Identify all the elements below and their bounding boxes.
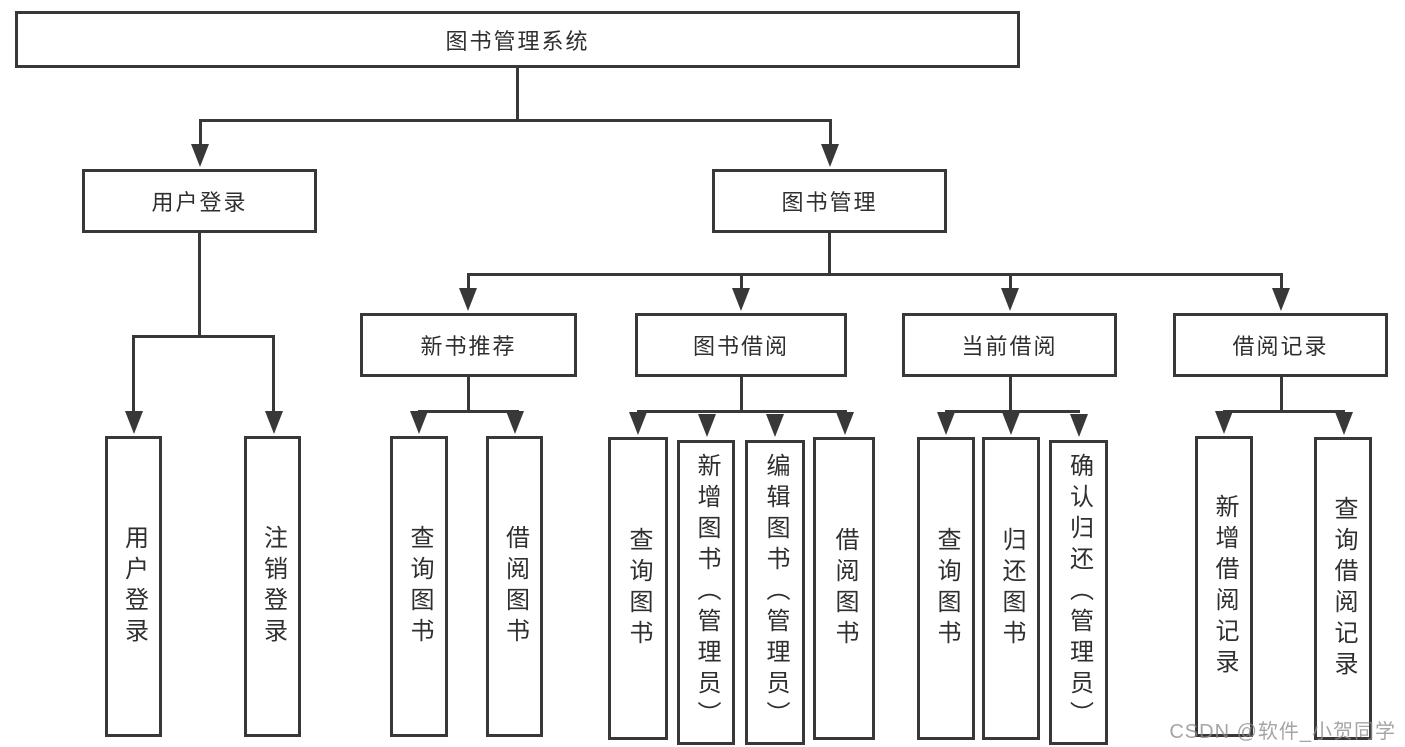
connector-line	[467, 377, 470, 412]
leaf-edit-books-admin: 编辑图书（管理员）	[745, 440, 805, 745]
arrowhead-icon	[766, 414, 784, 437]
leaf-query-borrow-record: 查询借阅记录	[1314, 437, 1372, 740]
arrowhead-icon	[506, 411, 524, 434]
arrowhead-icon	[698, 414, 716, 437]
leaf-borrow-books: 借阅图书	[486, 436, 543, 737]
watermark: CSDN @软件_小贺同学	[1169, 721, 1396, 743]
node-user-login: 用户登录	[82, 169, 317, 233]
arrowhead-icon	[732, 288, 750, 311]
arrowhead-icon	[629, 412, 647, 435]
connector-line	[740, 273, 743, 291]
arrowhead-icon	[459, 288, 477, 311]
arrowhead-icon	[191, 144, 209, 167]
arrowhead-icon	[410, 411, 428, 434]
leaf-confirm-return-admin: 确认归还（管理员）	[1049, 440, 1108, 745]
arrowhead-icon	[1002, 412, 1020, 435]
leaf-add-books-admin: 新增图书（管理员）	[677, 440, 735, 745]
arrowhead-icon	[821, 144, 839, 167]
connector-line	[199, 119, 832, 122]
connector-line	[467, 273, 470, 291]
connector-line	[1280, 377, 1283, 412]
node-current-borrow: 当前借阅	[902, 313, 1117, 377]
leaf-query-books-3: 查询图书	[917, 437, 975, 740]
node-book-management: 图书管理	[712, 169, 947, 233]
connector-line	[1223, 410, 1345, 413]
connector-line	[1280, 273, 1283, 291]
arrowhead-icon	[1335, 412, 1353, 435]
connector-line	[199, 119, 202, 147]
node-borrow-records: 借阅记录	[1173, 313, 1388, 377]
connector-line	[467, 273, 1282, 276]
leaf-borrow-books-2: 借阅图书	[813, 437, 875, 740]
connector-line	[637, 410, 847, 413]
arrowhead-icon	[1001, 288, 1019, 311]
leaf-user-login: 用户登录	[105, 436, 162, 737]
node-library-system: 图书管理系统	[15, 11, 1020, 68]
arrowhead-icon	[1070, 414, 1088, 437]
connector-line	[132, 335, 135, 411]
connector-line	[418, 410, 519, 413]
leaf-query-books: 查询图书	[390, 436, 448, 737]
connector-line	[828, 233, 831, 275]
arrowhead-icon	[125, 411, 143, 434]
arrowhead-icon	[836, 412, 854, 435]
leaf-return-books: 归还图书	[982, 437, 1040, 740]
node-new-book-recommend: 新书推荐	[360, 313, 577, 377]
arrowhead-icon	[265, 411, 283, 434]
connector-line	[740, 377, 743, 412]
connector-line	[198, 233, 201, 337]
connector-line	[1009, 377, 1012, 412]
connector-line	[945, 410, 1080, 413]
connector-line	[272, 335, 275, 411]
leaf-query-books-2: 查询图书	[608, 437, 668, 740]
leaf-add-borrow-record: 新增借阅记录	[1195, 436, 1253, 737]
leaf-logout: 注销登录	[244, 436, 301, 737]
connector-line	[132, 335, 275, 338]
connector-line	[516, 68, 519, 121]
node-book-borrow: 图书借阅	[635, 313, 847, 377]
arrowhead-icon	[1272, 288, 1290, 311]
connector-line	[1009, 273, 1012, 291]
arrowhead-icon	[937, 412, 955, 435]
arrowhead-icon	[1215, 411, 1233, 434]
connector-line	[829, 119, 832, 147]
